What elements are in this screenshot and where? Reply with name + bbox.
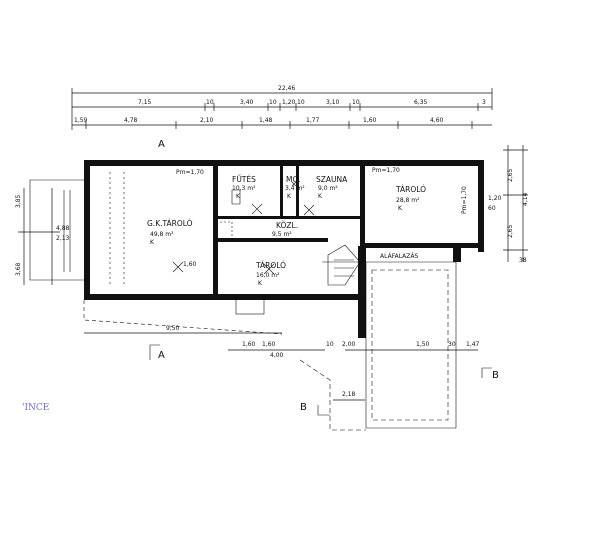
section-label: B: [492, 370, 499, 381]
section-label: A: [158, 139, 165, 150]
room-name-tarolo-mid: TÁROLÓ: [255, 261, 286, 270]
level-mark: 1,60: [183, 261, 197, 268]
dim-label: 7,15: [138, 99, 152, 106]
top-dimension-row-2: 1,59 4,78 2,10 1,48 1,77 1,60 4,60: [74, 117, 444, 124]
dim-label: 1,50: [416, 341, 430, 348]
annex-outlines: [29, 172, 492, 431]
dim-label: 1,59: [74, 117, 88, 124]
dim-label: 10: [352, 99, 360, 106]
dim-label: 2,18: [342, 391, 356, 398]
left-dimensions: 3,85 4,88 2,13 3,68: [15, 194, 70, 276]
dim-label: 10: [269, 99, 277, 106]
section-label: B: [300, 402, 307, 413]
dim-label: 2,00: [342, 341, 356, 348]
dim-label: 3,68: [15, 262, 22, 276]
room-name-tarolo-right: TÁROLÓ: [395, 185, 426, 194]
dim-label: 10: [206, 99, 214, 106]
dim-label: 1,20: [282, 99, 296, 106]
dim-label: 10: [297, 99, 305, 106]
dim-label: 1,60: [242, 341, 256, 348]
dim-label: 1,60: [262, 341, 276, 348]
walls: [84, 160, 484, 338]
right-dimensions: 2,65 4,14 1,20 60 2,65 38: [488, 168, 529, 264]
level-marks: Pm=1,70 Pm=1,70 Pm=1,70 1,60: [176, 167, 468, 268]
room-area-gk-tarolo: 49,8 m²: [150, 231, 174, 238]
room-name-kozl: KÖZL.: [276, 221, 298, 230]
room-note-gk-tarolo: K: [150, 239, 155, 246]
dim-label: 4,60: [430, 117, 444, 124]
dim-label: 6,35: [414, 99, 428, 106]
room-area-tarolo-right: 28,8 m²: [396, 197, 420, 204]
room-area-kozl: 9,5 m²: [272, 231, 292, 238]
dim-label: 4,78: [124, 117, 138, 124]
handwritten-note: 'INCE: [22, 403, 49, 413]
dim-label: 60: [488, 205, 496, 212]
room-name-szauna: SZAUNA: [316, 175, 348, 184]
dim-label: 30: [448, 341, 456, 348]
room-name-gk-tarolo: G.K.TÁROLÓ: [147, 219, 193, 228]
room-area-futes: 10,3 m²: [232, 185, 256, 192]
room-labels: G.K.TÁROLÓ 49,8 m² K FŰTÉS 10,3 m² K MO.…: [147, 175, 426, 287]
dim-label: 38: [519, 257, 527, 264]
room-area-tarolo-mid: 16,0 m²: [256, 272, 280, 279]
room-note-tarolo-right: K: [398, 205, 403, 212]
dim-label: 22,46: [278, 85, 295, 92]
dim-label: 4,14: [522, 192, 529, 206]
dim-label: 3,10: [326, 99, 340, 106]
dim-label: 1,20: [488, 195, 502, 202]
bottom-dimensions: 9,50 1,60 1,60 4,00 10 2,00 1,50 30 1,47…: [166, 325, 480, 398]
dim-label: 3,40: [240, 99, 254, 106]
room-area-mo: 3,4 m²: [285, 185, 305, 192]
dim-label: 2,65: [507, 224, 514, 238]
level-mark: Pm=1,70: [372, 167, 400, 174]
dim-label: 9,50: [166, 325, 180, 332]
room-area-szauna: 9,0 m²: [318, 185, 338, 192]
room-name-mo: MO.: [286, 175, 300, 184]
room-name-futes: FŰTÉS: [232, 175, 256, 184]
dim-label: 2,65: [507, 168, 514, 182]
dim-label: 2,13: [56, 235, 70, 242]
dim-label: 2,10: [200, 117, 214, 124]
dim-label: 1,47: [466, 341, 480, 348]
dim-label: 1,48: [259, 117, 273, 124]
room-name-alafalazas: ALÁFALAZÁS: [380, 253, 418, 260]
dim-label: 3: [482, 99, 486, 106]
room-note-futes: K: [236, 193, 241, 200]
section-markers: A A B B: [158, 139, 499, 413]
level-mark: Pm=1,70: [461, 186, 468, 214]
dim-label: 4,00: [270, 352, 284, 359]
dim-label: 1,60: [363, 117, 377, 124]
dimension-lines: [18, 88, 528, 401]
top-dimension-row-1: 22,46 7,15 10 3,40 10 1,20 10 3,10 10 6,…: [138, 85, 486, 106]
room-note-tarolo-mid: K: [258, 280, 263, 287]
room-note-mo: K: [287, 193, 292, 200]
section-label: A: [158, 350, 165, 361]
room-note-szauna: K: [318, 193, 323, 200]
dim-label: 4,88: [56, 225, 70, 232]
level-mark: Pm=1,70: [176, 169, 204, 176]
dim-label: 10: [326, 341, 334, 348]
dim-label: 3,85: [15, 194, 22, 208]
dim-label: 1,77: [306, 117, 320, 124]
